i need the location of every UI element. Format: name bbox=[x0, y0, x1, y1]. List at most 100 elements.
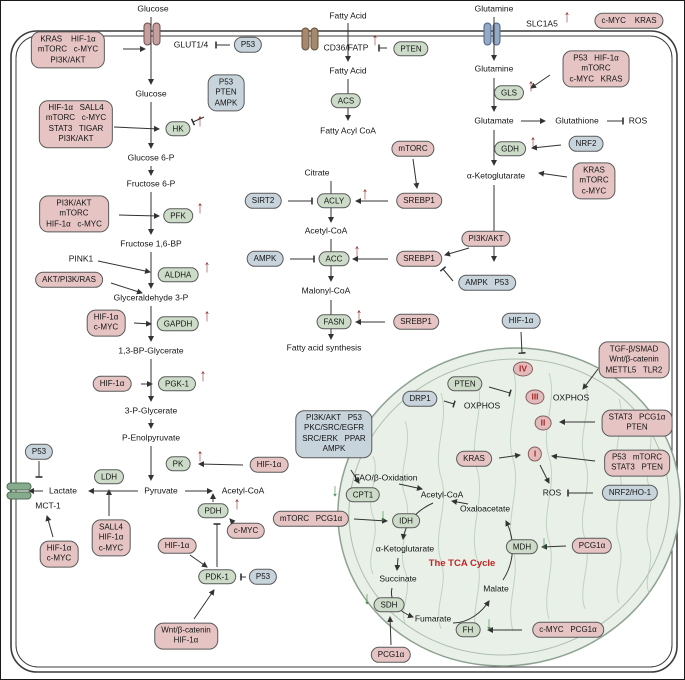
glucose-6p-label: Glucose 6-P bbox=[127, 152, 175, 163]
sdh-enzyme: SDH bbox=[373, 597, 405, 613]
oxphos-label-1: OXPHOS bbox=[463, 400, 501, 411]
kras-complex1-pill: KRAS bbox=[456, 450, 492, 468]
acly-enzyme: ACLY bbox=[316, 193, 352, 209]
fasn-up-arrow: ↑ bbox=[355, 303, 363, 324]
hif1a-oxphos-pill: HIF-1α bbox=[501, 312, 541, 330]
pdk1-enzyme: PDK-1 bbox=[198, 569, 236, 585]
sdh-down-arrow: ↓ bbox=[363, 587, 371, 608]
pk-up-arrow: ↑ bbox=[196, 444, 204, 465]
slc1a5-up-arrow: ↑ bbox=[563, 5, 571, 26]
complex-ii: II bbox=[534, 415, 552, 431]
hk-enzyme: HK bbox=[165, 121, 191, 137]
pyruvate-label: Pyruvate bbox=[144, 485, 178, 496]
glutamine-transporter-icon bbox=[483, 22, 501, 46]
pk-enzyme: PK bbox=[165, 456, 191, 472]
mtorc-pcg1a-box: mTORC PCG1α bbox=[272, 510, 350, 528]
fh-down-arrow: ↓ bbox=[485, 612, 493, 633]
srebp1-acly-pill: SREBP1 bbox=[396, 192, 442, 210]
cell-membrane bbox=[10, 30, 678, 673]
cd36-fatp-label: CD36/FATP bbox=[323, 42, 369, 53]
gls-up-arrow: ↑ bbox=[527, 74, 535, 95]
pgk1-regulator-pill: HIF-1α bbox=[92, 375, 132, 393]
alpha-ketoglutarate-label: α-Ketoglutarate bbox=[466, 170, 526, 181]
ros-label: ROS bbox=[628, 115, 648, 126]
aldha-up-arrow: ↑ bbox=[203, 255, 211, 276]
glutamine-cytosol-label: Glutamine bbox=[474, 63, 514, 74]
glyceraldehyde-3p-label: Glyceraldehyde 3-P bbox=[113, 292, 189, 303]
complex-iii: III bbox=[525, 389, 545, 405]
inhibition-edges bbox=[35, 41, 624, 581]
mct1-transporter-icon bbox=[6, 482, 32, 500]
akg-mito-label: α-Ketoglutarate bbox=[375, 543, 435, 554]
sirt2-pill: SIRT2 bbox=[244, 192, 282, 210]
pk-regulator-pill: HIF-1α bbox=[249, 456, 289, 474]
3pg-label: 3-P-Glycerate bbox=[124, 405, 178, 416]
pcg1a-sdh-pill: PCG1α bbox=[370, 646, 412, 664]
pink1-label: PINK1 bbox=[68, 253, 94, 264]
p53-pdk1-pill: P53 bbox=[248, 568, 278, 586]
citrate-label: Citrate bbox=[304, 167, 330, 178]
pi3k-akt-srebp-pill: PI3K/AKT bbox=[461, 230, 511, 248]
pgk1-enzyme: PGK-1 bbox=[157, 376, 197, 392]
pdh-enzyme: PDH bbox=[197, 503, 229, 519]
acly-up-arrow: ↑ bbox=[361, 182, 369, 203]
succinate-label: Succinate bbox=[379, 573, 417, 584]
acetyl-coa-mito-label: Acetyl-CoA bbox=[420, 489, 464, 500]
cmyc-pcg1a-fh-box: c-MYC PCG1α bbox=[532, 621, 604, 639]
malate-label: Malate bbox=[483, 583, 509, 594]
fasn-enzyme: FASN bbox=[316, 314, 352, 330]
glucose-label: Glucose bbox=[135, 88, 167, 99]
p53-glut1-pill: P53 bbox=[233, 36, 263, 54]
pfk-enzyme: PFK bbox=[163, 208, 193, 224]
ldh-enzyme: LDH bbox=[93, 469, 125, 485]
acs-enzyme: ACS bbox=[330, 93, 362, 109]
nrf2-ho1-pill: NRF2/HO-1 bbox=[601, 484, 659, 502]
pgk1-up-arrow: ↑ bbox=[199, 364, 207, 385]
gdh-enzyme: GDH bbox=[494, 141, 526, 157]
pep-label: P-Enolpyruvate bbox=[121, 432, 181, 443]
oxaloacetate-label: Oxaloacetate bbox=[459, 503, 511, 514]
ros-mito-label: ROS bbox=[542, 487, 562, 498]
idh-enzyme: IDH bbox=[392, 513, 420, 529]
cd36-up-arrow: ↑ bbox=[371, 28, 379, 49]
cpt1-enzyme: CPT1 bbox=[345, 487, 381, 503]
bpg-label: 1,3-BP-Glycerate bbox=[118, 345, 184, 356]
fao-label: FAO/β-Oxidation bbox=[354, 472, 418, 483]
acetyl-coa-cytosol-label: Acetyl-CoA bbox=[221, 485, 265, 496]
fatty-acid-transporter-icon bbox=[301, 27, 319, 51]
glutamate-label: Glutamate bbox=[474, 115, 514, 126]
gls-enzyme: GLS bbox=[493, 85, 525, 101]
fatty-acid-synthesis-label: Fatty acid synthesis bbox=[286, 342, 362, 353]
srebp1-fasn-pill: SREBP1 bbox=[393, 313, 439, 331]
srebp1-acc-pill: SREBP1 bbox=[396, 250, 442, 268]
pfk-up-arrow: ↑ bbox=[196, 196, 204, 217]
complex-i: I bbox=[527, 446, 543, 462]
pten-oxphos-pill: PTEN bbox=[447, 376, 483, 392]
mdh-down-arrow: ↓ bbox=[540, 531, 548, 552]
activation-edges bbox=[28, 17, 599, 646]
ampk-acc-pill: AMPK bbox=[246, 250, 284, 268]
acetyl-coa-fa-label: Acetyl-CoA bbox=[304, 225, 348, 236]
cmyc-kras-top-box: c-MYC KRAS bbox=[594, 12, 664, 30]
mtorc-srebp-pill: mTORC bbox=[391, 140, 435, 158]
oxphos-label-2: OXPHOS bbox=[552, 392, 590, 403]
mdh-enzyme: MDH bbox=[505, 539, 539, 555]
idh-down-arrow: ↓ bbox=[379, 504, 387, 525]
glutathione-label: Glutathione bbox=[555, 115, 599, 126]
malonyl-coa-label: Malonyl-CoA bbox=[301, 285, 351, 296]
pten-cd36-pill: PTEN bbox=[393, 41, 429, 57]
fatty-acid-cytosol-label: Fatty Acid bbox=[329, 65, 367, 76]
